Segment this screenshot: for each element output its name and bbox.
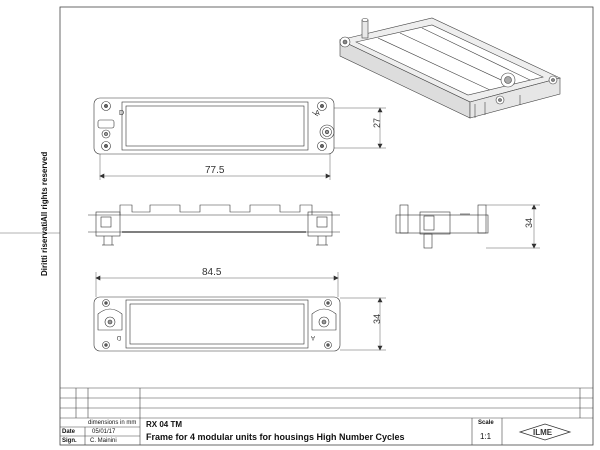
- top-view-a-label: A: [315, 110, 320, 117]
- dim-bottom-width: 84.5: [202, 267, 222, 278]
- date-label: Date: [62, 429, 76, 435]
- ilme-logo: ILME: [518, 423, 572, 441]
- title-block-grid: [60, 387, 593, 445]
- top-view-d-label: D: [119, 110, 124, 117]
- top-view: [93, 97, 386, 180]
- units-label: dimensions in mm: [88, 420, 137, 426]
- bottom-view-a-label: A: [311, 334, 315, 340]
- side-view: [395, 204, 540, 249]
- scale-label: Scale: [478, 420, 494, 426]
- sign-value: C. Mainini: [90, 438, 117, 444]
- dim-top-width: 77.5: [205, 165, 225, 176]
- bottom-view-d-label: D: [116, 334, 121, 340]
- part-description: Frame for 4 modular units for housings H…: [146, 432, 405, 442]
- sheet-border: [59, 6, 594, 446]
- rights-reserved-en: All rights reserved: [40, 151, 49, 222]
- rights-reserved-it: Diritti riservati: [40, 221, 49, 276]
- scale-value: 1:1: [480, 432, 492, 441]
- isometric-view: [339, 17, 561, 119]
- front-view: [88, 204, 340, 246]
- sign-label: Sign.: [62, 438, 77, 444]
- svg-text:ILME: ILME: [533, 428, 553, 437]
- dim-bottom-height: 34: [372, 314, 382, 324]
- date-value: 05/01/17: [92, 429, 116, 435]
- dim-top-height: 27: [372, 118, 382, 128]
- part-code: RX 04 TM: [146, 420, 183, 429]
- bottom-view: [93, 272, 386, 352]
- dim-side-height: 34: [524, 218, 534, 228]
